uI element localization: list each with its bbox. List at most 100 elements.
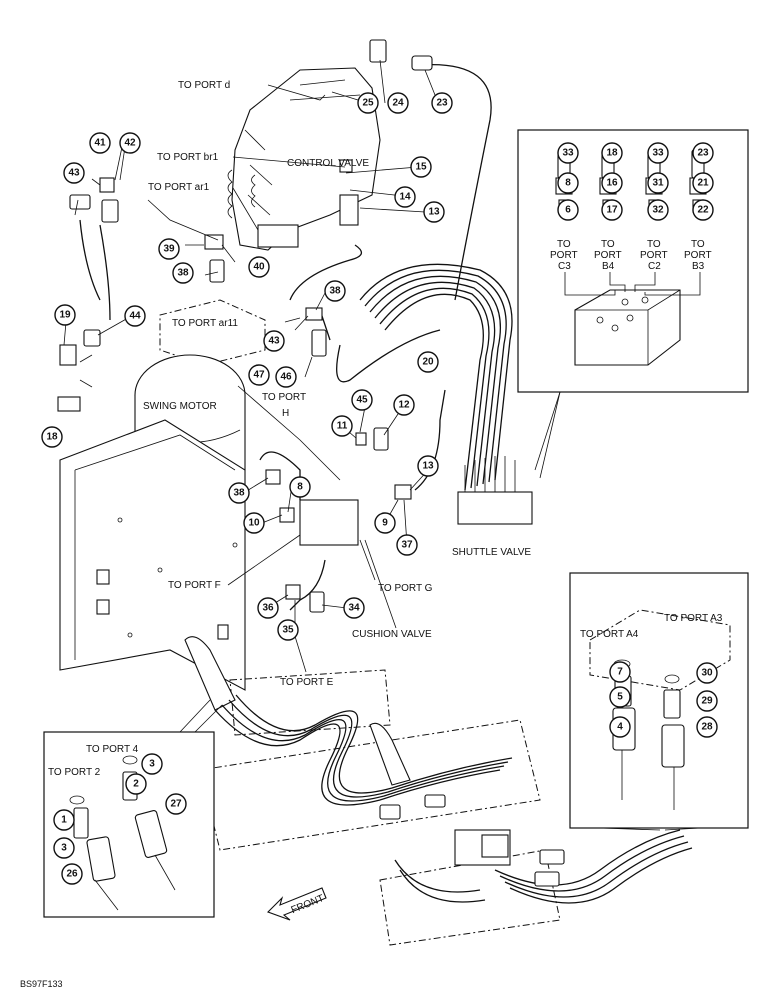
callout-38: 38 [324,280,346,302]
callout-circle [63,162,85,184]
callout-circle [125,773,147,795]
callout-number: 11 [337,421,348,432]
callout-number: 32 [652,205,664,216]
callout-circle [696,716,718,738]
callout-number: 4 [617,722,623,733]
callout-39: 39 [158,238,180,260]
callout-33: 33 [557,142,579,164]
callout-circle [351,389,373,411]
callout-number: 10 [248,518,260,529]
callout-1: 1 [53,809,75,831]
callout-21: 21 [692,172,714,194]
label-to-port-a4: TO PORT A4 [580,629,639,640]
callout-number: 18 [46,432,58,443]
callout-8: 8 [557,172,579,194]
callout-circle [557,172,579,194]
callout-10: 10 [243,512,265,534]
callout-44: 44 [124,305,146,327]
callout-28: 28 [696,716,718,738]
callout-circle [374,512,396,534]
callout-13: 13 [423,201,445,223]
callout-number: 19 [59,310,71,321]
callout-number: 20 [422,357,434,368]
label-swing-motor: SWING MOTOR [143,401,217,412]
callout-3: 3 [53,837,75,859]
callout-circle [647,199,669,221]
callout-number: 3 [149,759,155,770]
callout-23: 23 [692,142,714,164]
callout-circle [243,512,265,534]
label-to-port-br1: TO PORT br1 [157,152,219,163]
callout-number: 31 [652,178,664,189]
label-to-port-h: TO PORT [262,392,306,403]
hose-lines [79,63,693,904]
callout-number: 13 [422,461,434,472]
callout-circle [277,619,299,641]
label-port-b4: PORT [594,250,622,261]
callout-circle [248,364,270,386]
callout-number: 3 [61,843,67,854]
callout-number: 39 [163,244,175,255]
callout-number: 43 [268,336,280,347]
callout-number: 18 [606,148,618,159]
callout-number: 5 [617,692,623,703]
callout-18: 18 [601,142,623,164]
callout-38: 38 [172,262,194,284]
callout-9: 9 [374,512,396,534]
callout-4: 4 [609,716,631,738]
label-c2: C2 [648,261,661,272]
callout-14: 14 [394,186,416,208]
callout-circle [263,330,285,352]
callout-number: 27 [170,799,182,810]
callout-circle [609,716,631,738]
label-port-c2: PORT [640,250,668,261]
callout-circle [609,661,631,683]
label-cushion-valve: CUSHION VALVE [352,629,432,640]
callout-20: 20 [417,351,439,373]
label-to-b4: TO [601,239,615,250]
callout-38: 38 [228,482,250,504]
label-to-port-4: TO PORT 4 [86,744,139,755]
callout-number: 8 [565,178,571,189]
front-arrow [267,887,327,921]
callout-number: 38 [233,488,245,499]
callout-3: 3 [141,753,163,775]
callout-41: 41 [89,132,111,154]
callout-circle [228,482,250,504]
upper-frame [59,419,246,691]
callout-46: 46 [275,366,297,388]
callout-number: 45 [356,395,368,406]
callout-number: 42 [124,138,136,149]
callout-number: 15 [415,162,427,173]
callout-number: 26 [66,869,78,880]
label-control-valve: CONTROL VALVE [287,158,369,169]
figure-code: BS97F133 [20,979,63,989]
callout-circle [257,597,279,619]
callout-circle [417,351,439,373]
label-to-c2: TO [647,239,661,250]
label-to-port-ar1: TO PORT ar1 [148,182,210,193]
label-to-port-d: TO PORT d [178,80,230,91]
callout-34: 34 [343,597,365,619]
callout-7: 7 [609,661,631,683]
callout-number: 16 [606,178,618,189]
callout-5: 5 [609,686,631,708]
callout-26: 26 [61,863,83,885]
callout-number: 35 [282,625,294,636]
callout-19: 19 [54,304,76,326]
callout-circle [692,199,714,221]
callout-number: 38 [329,286,341,297]
callout-circle [557,199,579,221]
callout-number: 21 [697,178,709,189]
callout-number: 33 [562,148,574,159]
callout-22: 22 [692,199,714,221]
callout-circle [124,305,146,327]
callout-47: 47 [248,364,270,386]
callout-29: 29 [696,690,718,712]
callout-circle [557,142,579,164]
label-to-b3: TO [691,239,705,250]
label-to-port-2: TO PORT 2 [48,767,101,778]
callout-number: 29 [701,696,713,707]
callout-33: 33 [647,142,669,164]
